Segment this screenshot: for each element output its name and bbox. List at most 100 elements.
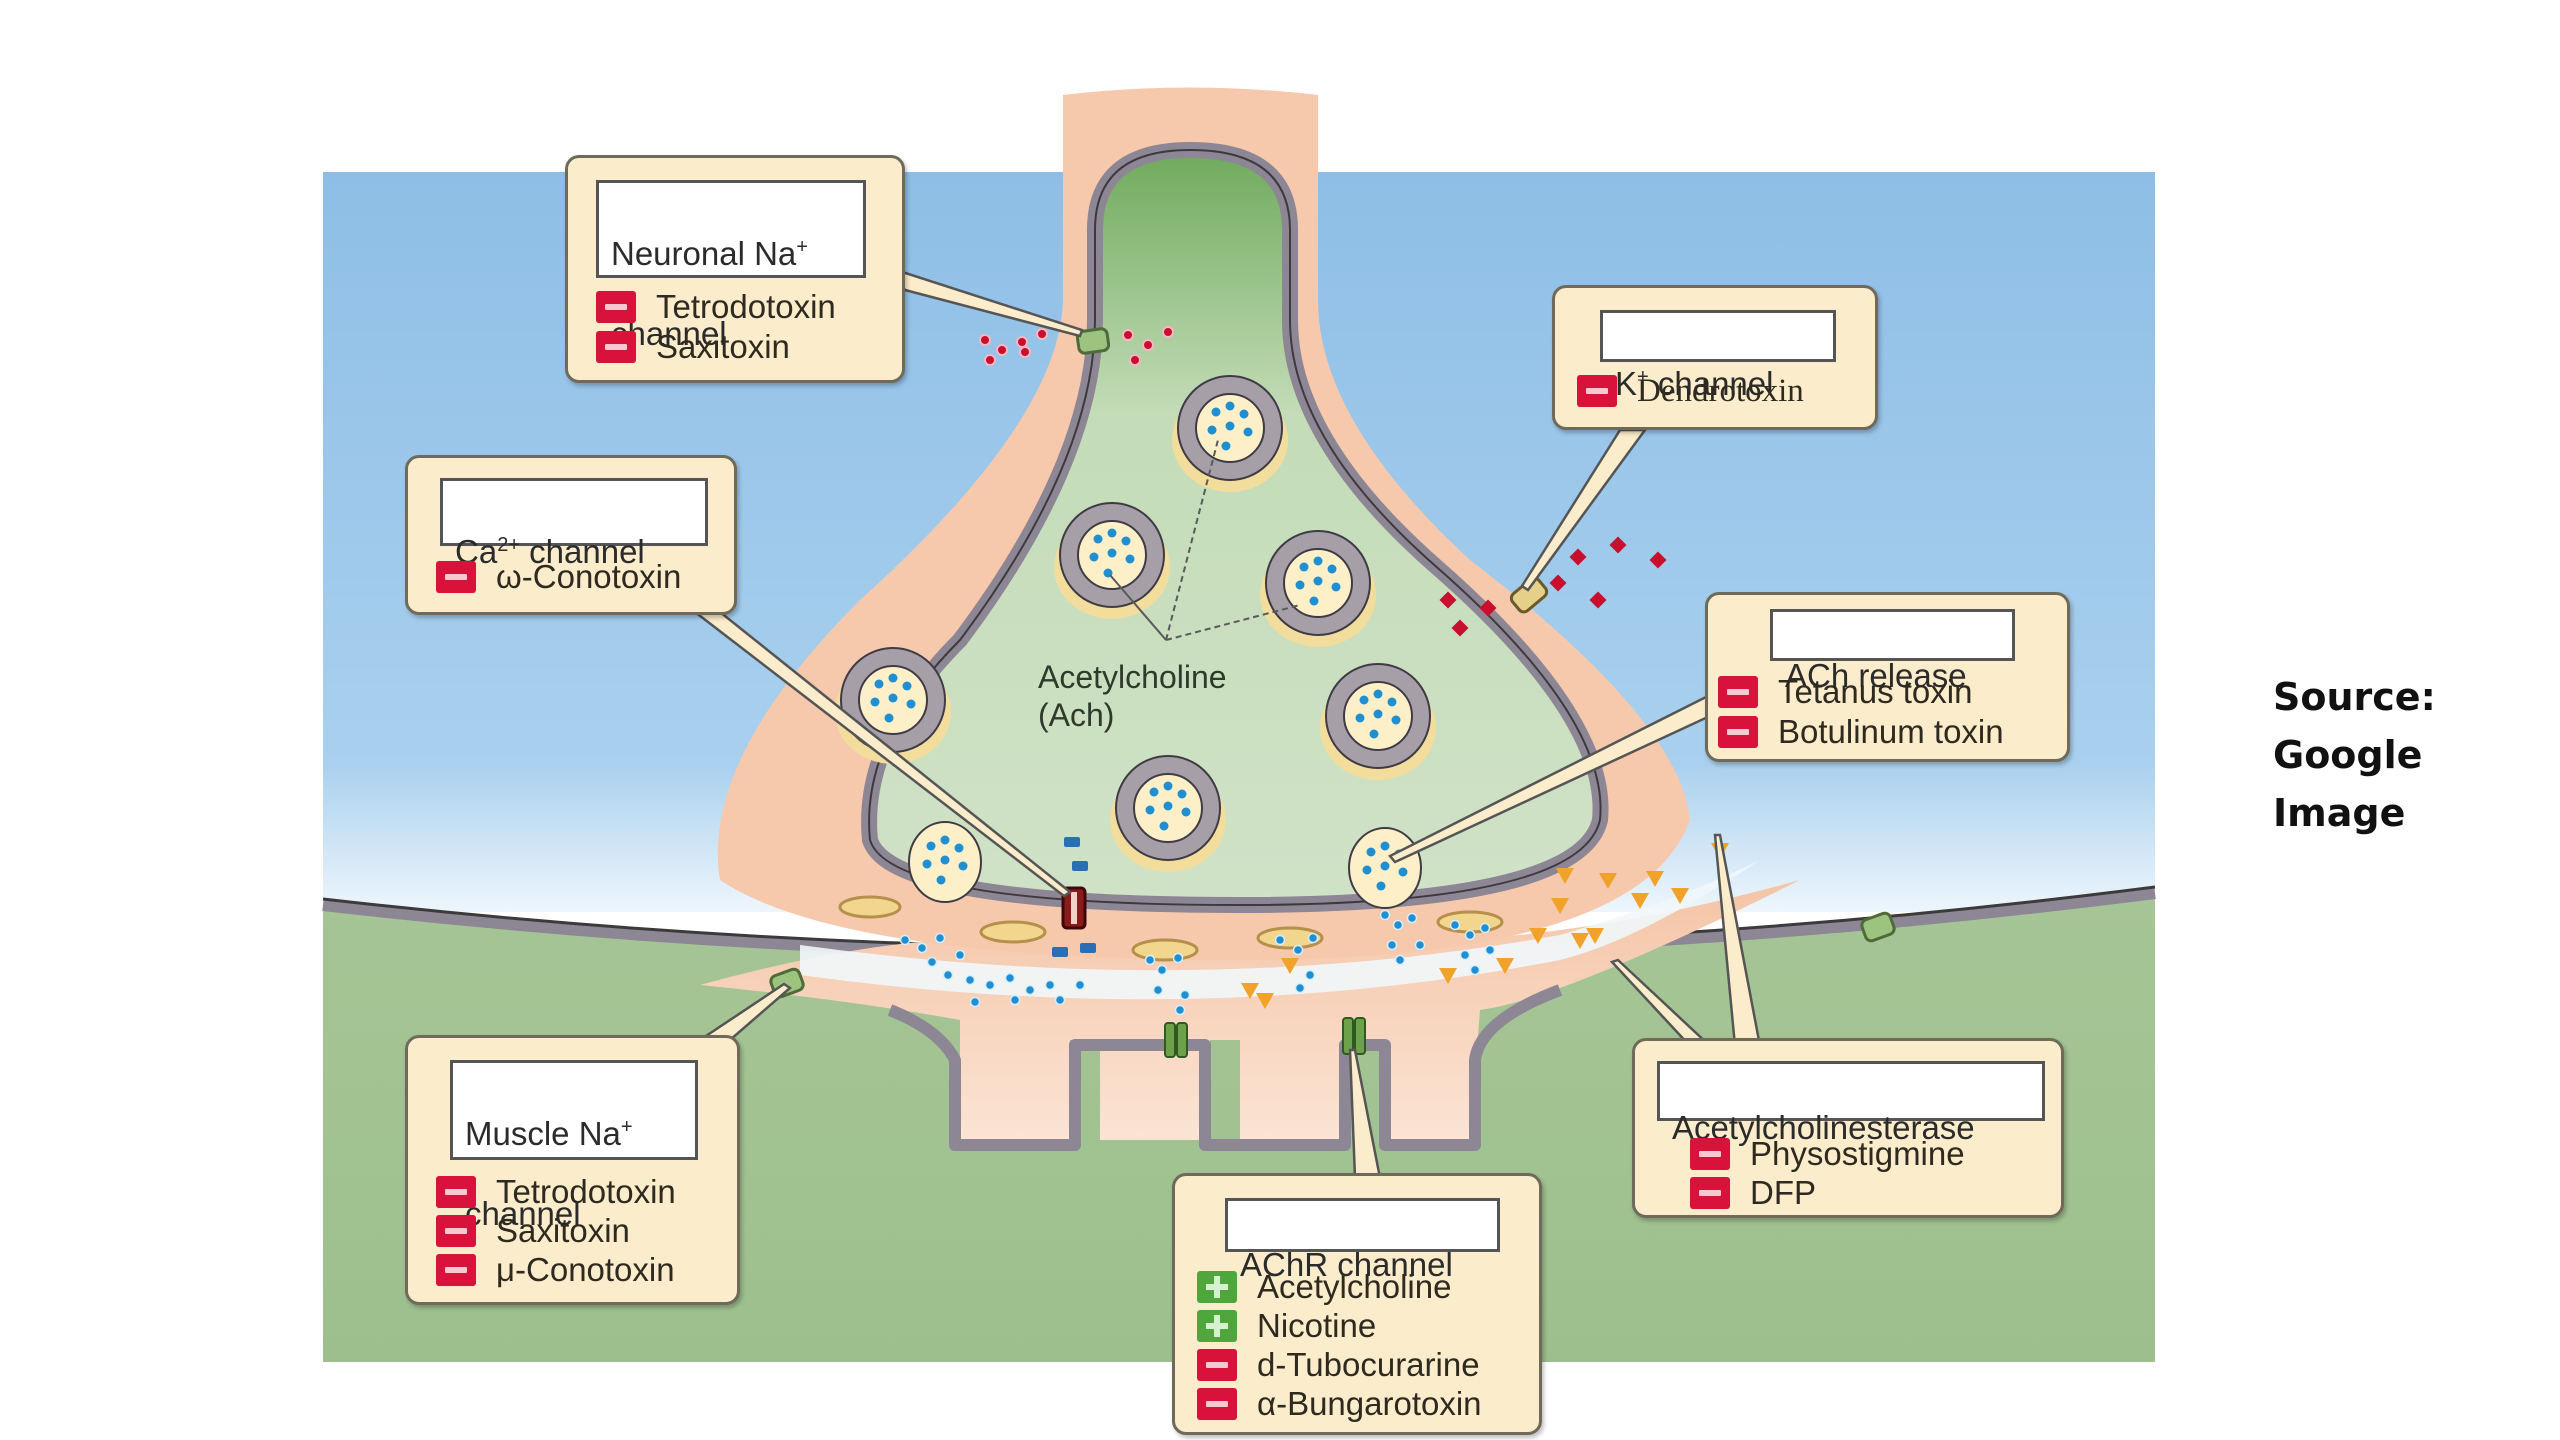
k-ion [1569, 548, 1587, 566]
ach-molecule [1163, 801, 1173, 811]
ach-molecule [934, 932, 946, 944]
acetylcholinesterase-glyph [1241, 983, 1259, 999]
ach-molecule [1107, 528, 1117, 538]
ach-molecule [874, 679, 884, 689]
inhibit-icon [596, 331, 636, 363]
ach-molecule [1379, 909, 1391, 921]
ach-molecule [1089, 552, 1099, 562]
inhibit-icon [1690, 1177, 1730, 1209]
ach-molecule [1149, 787, 1159, 797]
ca-channel-glyph [1061, 886, 1087, 930]
ach-molecule [1221, 441, 1231, 451]
ach-molecule [1327, 564, 1337, 574]
ach-molecule [1394, 954, 1406, 966]
achr-channel-glyphs [1164, 1017, 1366, 1058]
ach-molecule [1239, 409, 1249, 419]
callout-title: Acetylcholinesterase [1657, 1061, 2045, 1146]
callout-title: Ca2+ channel [440, 478, 708, 570]
ach-molecule [1369, 729, 1379, 739]
neuronal-na-channel-glyph [1075, 327, 1111, 355]
ach-molecule [1145, 805, 1155, 815]
ach-leader-lines [1109, 439, 1301, 641]
ach-molecule [870, 697, 880, 707]
ach-molecule [1274, 934, 1286, 946]
na-ion [1122, 329, 1134, 341]
agent-row: d-Tubocurarine [1197, 1346, 1480, 1384]
agent-name: Nicotine [1257, 1307, 1377, 1344]
ach-molecule [1484, 944, 1496, 956]
callout-acetylcholinesterase: Acetylcholinesterase Physostigmine DFP [1632, 1038, 2064, 1218]
callout-title: Neuronal Na+ channel [596, 180, 866, 352]
ach-molecule [1009, 994, 1021, 1006]
callout-muscle-na-channel: Muscle Na+ channel Tetrodotoxin Saxitoxi… [405, 1035, 740, 1305]
agent-name: Saxitoxin [496, 1212, 630, 1249]
ach-molecule [1177, 789, 1187, 799]
acetylcholinesterase-glyph [1556, 868, 1574, 884]
callout-title: ACh release [1770, 609, 2015, 694]
agent-row: α-Bungarotoxin [1197, 1385, 1482, 1423]
inhibit-icon [1718, 676, 1758, 708]
acetylcholine-label: Acetylcholine (Ach) [1038, 659, 1227, 733]
k-ion [1649, 551, 1667, 569]
ach-molecule [1225, 421, 1235, 431]
acetylcholinesterase-glyph [1671, 888, 1689, 904]
ach-molecule [926, 956, 938, 968]
na-ion [1142, 339, 1154, 351]
ach-molecule [1074, 979, 1086, 991]
ach-molecule [1163, 781, 1173, 791]
callout-ach-release: ACh release Tetanus toxin Botulinum toxi… [1705, 592, 2070, 762]
ach-molecule [1093, 534, 1103, 544]
ach-molecule [906, 699, 916, 709]
callout-leader-lines [691, 265, 1762, 1180]
acetylcholinesterase-glyph [1551, 898, 1569, 914]
inhibit-icon [436, 1176, 476, 1208]
agent-name: d-Tubocurarine [1257, 1346, 1480, 1383]
agent-row: Acetylcholine [1197, 1268, 1451, 1306]
agent-row: Physostigmine [1690, 1135, 1965, 1173]
agent-name: Botulinum toxin [1778, 713, 2004, 750]
fusing-vesicle [908, 821, 982, 903]
ach-molecule [1299, 562, 1309, 572]
ach-molecule [954, 949, 966, 961]
acetylcholinesterase-glyph [1281, 958, 1299, 974]
ach-molecule [1004, 972, 1016, 984]
ach-molecule [1125, 554, 1135, 564]
vesicle [1110, 755, 1226, 872]
acetylcholinesterase-glyph [1439, 968, 1457, 984]
ach-molecule [1152, 984, 1164, 996]
inhibit-icon [436, 1215, 476, 1247]
callout-title: K+ channel [1600, 310, 1836, 402]
ach-molecule [1479, 922, 1491, 934]
callout-ca-channel: Ca2+ channel ω-Conotoxin [405, 455, 737, 615]
k-ion [1549, 574, 1567, 592]
ach-molecule [1156, 964, 1168, 976]
ach-molecule [1387, 697, 1397, 707]
agent-name: Tetrodotoxin [656, 288, 836, 325]
k-ion [1451, 619, 1469, 637]
ach-molecule [1459, 949, 1471, 961]
agent-name: μ-Conotoxin [496, 1251, 675, 1288]
ach-molecule [1386, 939, 1398, 951]
ach-molecule [1207, 425, 1217, 435]
agent-row: Tetrodotoxin [436, 1173, 676, 1211]
agent-name: α-Bungarotoxin [1257, 1385, 1482, 1422]
agent-name: Tetrodotoxin [496, 1173, 676, 1210]
acetylcholinesterase-glyph [1256, 993, 1274, 1009]
k-ion [1439, 591, 1457, 609]
agent-row: Tetrodotoxin [596, 288, 836, 326]
agent-row: μ-Conotoxin [436, 1251, 675, 1289]
agent-row: DFP [1690, 1174, 1816, 1212]
ach-molecule [1309, 596, 1319, 606]
ca-ion [1052, 947, 1068, 957]
ach-molecule [1469, 964, 1481, 976]
ach-molecule [1225, 401, 1235, 411]
ach-molecule [902, 681, 912, 691]
agent-name: ω-Conotoxin [496, 558, 682, 595]
muscle-fiber [323, 893, 2155, 1362]
inhibit-icon [1577, 375, 1617, 407]
ach-molecule [1179, 989, 1191, 1001]
vesicle [1320, 663, 1436, 780]
acetylcholinesterase-glyph [1599, 873, 1617, 889]
muscle-na-channel-right-glyph [1860, 911, 1896, 943]
agent-row: Saxitoxin [436, 1212, 630, 1250]
